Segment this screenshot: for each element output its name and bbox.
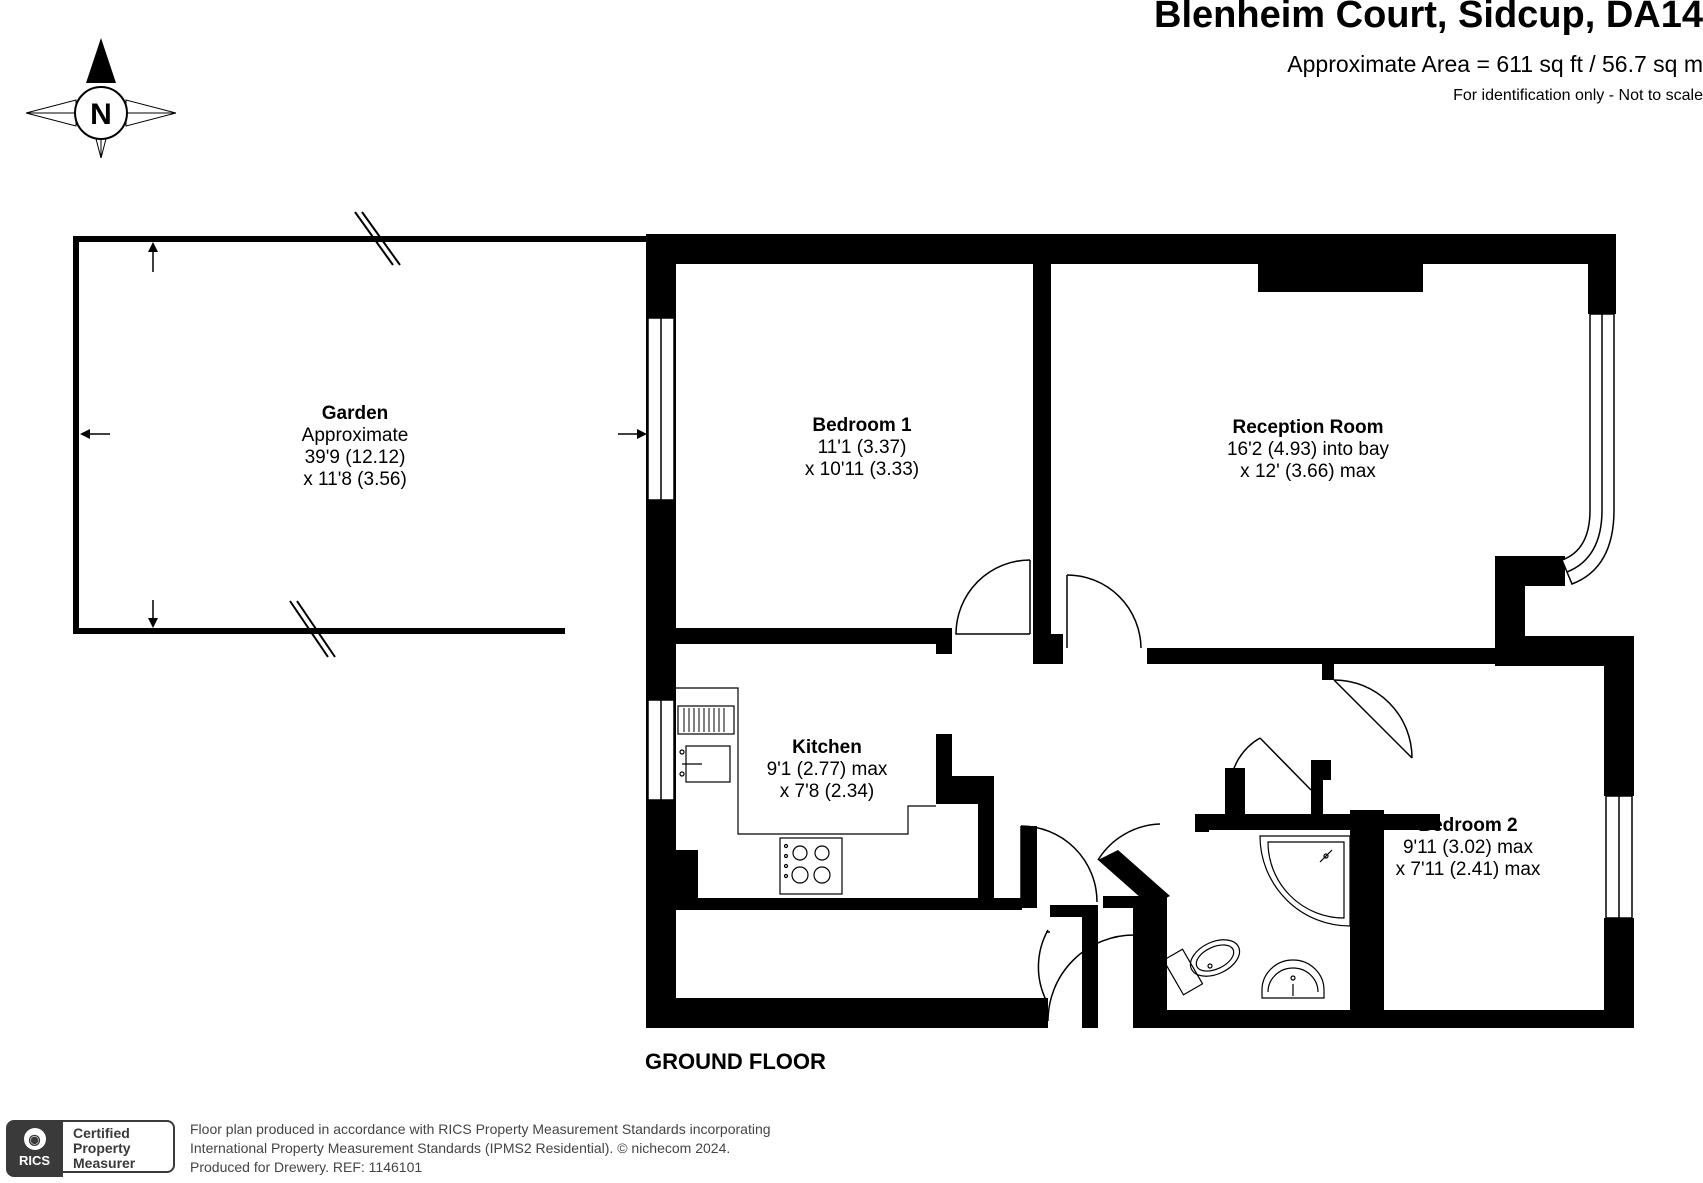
bathroom-fittings	[1162, 835, 1351, 999]
room-label-bedroom-1: Bedroom 1 11'1 (3.37) x 10'11 (3.33)	[805, 415, 919, 481]
room-dimension: x 12' (3.66) max	[1240, 461, 1376, 482]
rics-emblem-icon: ◉	[23, 1128, 46, 1150]
room-label-kitchen: Kitchen 9'1 (2.77) max x 7'8 (2.34)	[767, 737, 888, 803]
room-label-garden: Garden Approximate 39'9 (12.12) x 11'8 (…	[302, 403, 409, 491]
property-title: Blenheim Court, Sidcup, DA14	[1154, 0, 1703, 36]
rics-logo: ◉ RICS	[6, 1120, 63, 1177]
room-dimension: x 7'11 (2.41) max	[1395, 859, 1541, 880]
room-dimension: x 7'8 (2.34)	[779, 781, 875, 802]
room-dimension: Approximate	[301, 425, 409, 446]
room-name: Reception Room	[1232, 417, 1384, 438]
room-dimension: 9'11 (3.02) max	[1402, 837, 1534, 858]
room-label-reception-room: Reception Room 16'2 (4.93) into bay x 12…	[1227, 417, 1389, 483]
rics-certified-badge: ◉ RICS Certified Property Measurer	[6, 1120, 179, 1177]
footer-line: Floor plan produced in accordance with R…	[190, 1121, 771, 1137]
kitchen-fittings	[670, 687, 936, 898]
room-dimension: x 10'11 (3.33)	[804, 459, 920, 480]
room-dimension: x 11'8 (3.56)	[303, 469, 407, 490]
footer-line: International Property Measurement Stand…	[190, 1140, 731, 1156]
cert-line: Measurer	[73, 1155, 136, 1171]
footer-note: Floor plan produced in accordance with R…	[190, 1120, 771, 1177]
compass-north-label: N	[90, 98, 112, 131]
room-dimension: 39'9 (12.12)	[304, 447, 406, 468]
walls	[646, 234, 1634, 1028]
room-name: Kitchen	[792, 737, 862, 758]
room-name: Bedroom 2	[1418, 815, 1518, 836]
room-name: Garden	[321, 403, 389, 424]
scale-note: For identification only - Not to scale	[1453, 87, 1703, 104]
approximate-area: Approximate Area = 611 sq ft / 56.7 sq m	[1287, 51, 1703, 77]
room-name: Bedroom 1	[812, 415, 912, 436]
cert-line: Property	[73, 1140, 131, 1156]
rics-logo-text: RICS	[18, 1153, 51, 1168]
garden-outline	[73, 211, 647, 658]
room-label-bedroom-2: Bedroom 2 9'11 (3.02) max x 7'11 (2.41) …	[1396, 815, 1541, 881]
room-dimension: 9'1 (2.77) max	[766, 759, 888, 780]
cert-line: Certified	[73, 1125, 130, 1141]
footer-line: Produced for Drewery. REF: 1146101	[190, 1159, 423, 1175]
doors	[955, 559, 1413, 1022]
floor-label: GROUND FLOOR	[645, 1049, 826, 1074]
certification-text: Certified Property Measurer	[63, 1120, 175, 1173]
compass-rose-icon: N	[26, 38, 176, 158]
room-dimension: 16'2 (4.93) into bay	[1226, 439, 1390, 460]
room-dimension: 11'1 (3.37)	[817, 437, 907, 458]
windows	[647, 313, 1633, 919]
